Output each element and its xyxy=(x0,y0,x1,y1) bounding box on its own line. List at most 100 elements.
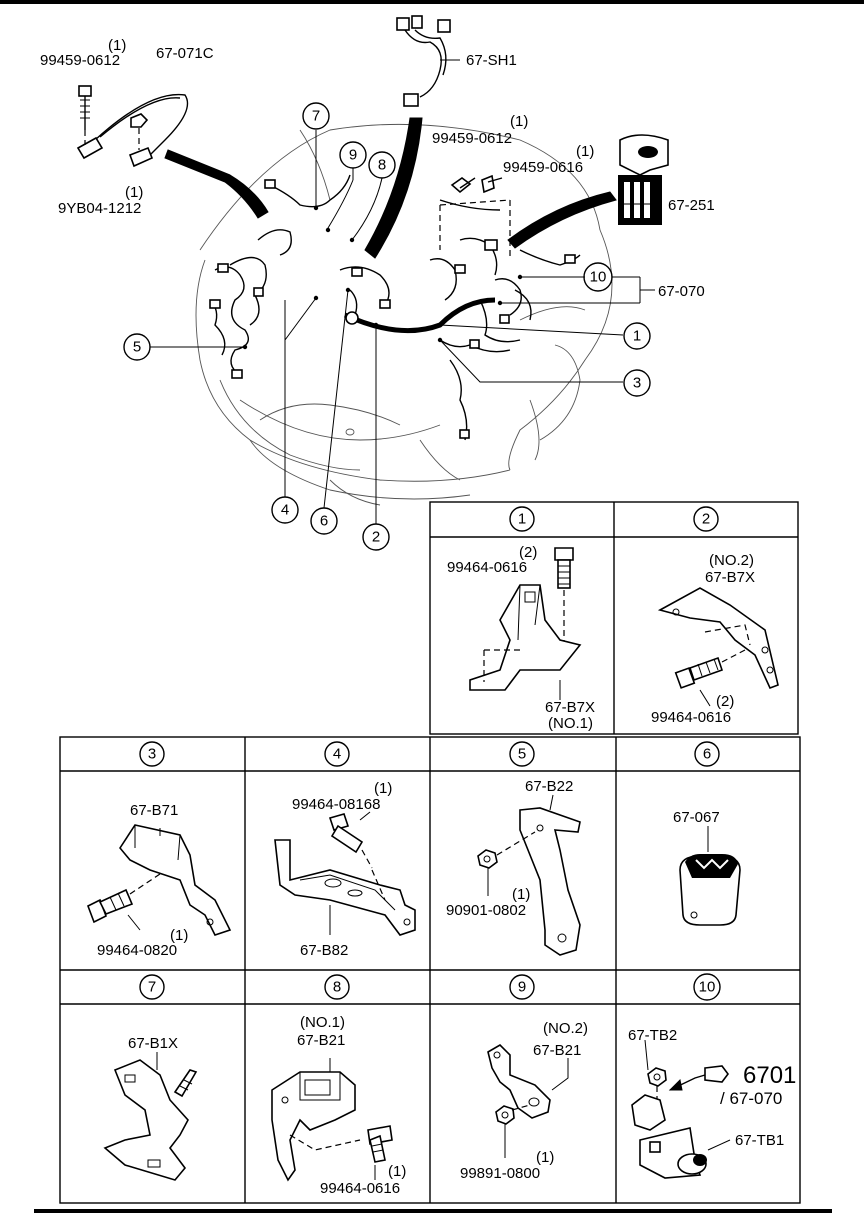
center-bolts xyxy=(439,174,511,260)
panel-3-qty: (1) xyxy=(170,927,188,944)
nut-qty: (1) xyxy=(125,184,143,201)
svg-text:4: 4 xyxy=(281,502,289,519)
harness-67-SH1 xyxy=(396,15,451,107)
panel-2-note: (NO.2) xyxy=(709,552,754,569)
svg-text:2: 2 xyxy=(372,529,380,546)
callout-8: 8 xyxy=(368,151,396,179)
panel-5-qty: (1) xyxy=(512,886,530,903)
bolt-center-qty: (1) xyxy=(510,113,528,130)
svg-text:8: 8 xyxy=(378,157,386,174)
svg-text:3: 3 xyxy=(148,746,156,763)
panel-2-header: 2 xyxy=(693,506,719,532)
panel-6-drawing xyxy=(679,826,741,926)
panel-6-part: 67-067 xyxy=(673,809,720,826)
bolt-center-part: 99459-0612 xyxy=(432,130,512,147)
callout-10: 10 xyxy=(583,262,613,292)
callout-5: 5 xyxy=(123,333,151,361)
panel-8-header: 8 xyxy=(324,974,350,1000)
relay-box-part: 67-251 xyxy=(668,197,715,214)
svg-text:7: 7 xyxy=(148,979,156,996)
callout-7: 7 xyxy=(302,102,330,130)
callout-1: 1 xyxy=(623,322,651,350)
panel-10-drawing xyxy=(631,1039,731,1179)
panel-7-drawing xyxy=(103,1052,198,1181)
panel-6-header: 6 xyxy=(694,741,720,767)
panel-5-part: 67-B22 xyxy=(525,778,573,795)
panel-8-note: (NO.1) xyxy=(300,1014,345,1031)
svg-text:5: 5 xyxy=(133,339,141,356)
panel-1-part: 67-B7X xyxy=(545,699,595,716)
ground-cable-part: 67-071C xyxy=(156,45,214,62)
callout-9: 9 xyxy=(339,141,367,169)
svg-text:1: 1 xyxy=(633,328,641,345)
panel-7-part: 67-B1X xyxy=(128,1035,178,1052)
panel-9-part: 67-B21 xyxy=(533,1042,581,1059)
panel-9-qty: (1) xyxy=(536,1149,554,1166)
panel-1-note: (NO.1) xyxy=(548,715,593,732)
callout-3: 3 xyxy=(623,369,651,397)
panel-4-bolt: 99464-08168 xyxy=(292,796,380,813)
svg-text:6: 6 xyxy=(703,746,711,763)
panel-10-ref2: / 67-070 xyxy=(720,1089,782,1108)
panel-1-drawing xyxy=(469,547,582,700)
panel-3-bolt: 99464-0820 xyxy=(97,942,177,959)
panel-4-part: 67-B82 xyxy=(300,942,348,959)
panel-9-header: 9 xyxy=(509,974,535,1000)
panel-1-header: 1 xyxy=(509,506,535,532)
panel-8-qty: (1) xyxy=(388,1163,406,1180)
callout-2: 2 xyxy=(362,523,390,551)
main-leaders xyxy=(150,59,662,524)
panel-2-part: 67-B7X xyxy=(705,569,755,586)
panel-7-header: 7 xyxy=(139,974,165,1000)
svg-text:5: 5 xyxy=(518,746,526,763)
panel-9-nut: 99891-0800 xyxy=(460,1165,540,1182)
svg-text:10: 10 xyxy=(699,979,716,996)
svg-text:4: 4 xyxy=(333,746,341,763)
panel-10-header: 10 xyxy=(693,973,721,1001)
panel-8-part: 67-B21 xyxy=(297,1032,345,1049)
svg-text:9: 9 xyxy=(349,147,357,164)
panel-3-drawing xyxy=(86,824,232,936)
svg-text:6: 6 xyxy=(320,513,328,530)
panel-4-header: 4 xyxy=(324,741,350,767)
bolt-center2-part: 99459-0616 xyxy=(503,159,583,176)
callout-6: 6 xyxy=(310,507,338,535)
panel-1-qty: (2) xyxy=(519,544,537,561)
bolt-top-left-part: 99459-0612 xyxy=(40,52,120,69)
panel-4-qty: (1) xyxy=(374,780,392,797)
panel-5-header: 5 xyxy=(509,741,535,767)
svg-text:2: 2 xyxy=(702,511,710,528)
panel-9-note: (NO.2) xyxy=(543,1020,588,1037)
svg-text:3: 3 xyxy=(633,375,641,392)
svg-text:9: 9 xyxy=(518,979,526,996)
callout-4: 4 xyxy=(271,496,299,524)
ground-cable-67-071C xyxy=(76,85,189,168)
panel-10-part-bottom: 67-TB1 xyxy=(735,1132,784,1149)
panel-3-header: 3 xyxy=(139,741,165,767)
panel-4-drawing xyxy=(274,811,416,936)
detail-table-grid xyxy=(59,501,801,1204)
svg-text:1: 1 xyxy=(518,511,526,528)
panel-5-nut: 90901-0802 xyxy=(446,902,526,919)
bolt-center2-qty: (1) xyxy=(576,143,594,160)
panel-2-bolt: 99464-0616 xyxy=(651,709,731,726)
panel-10-ref: 6701 xyxy=(743,1062,796,1089)
relay-box-67-251 xyxy=(618,134,669,225)
nut-part: 9YB04-1212 xyxy=(58,200,141,217)
panel-9-drawing xyxy=(487,1043,569,1158)
svg-text:8: 8 xyxy=(333,979,341,996)
panel-2-drawing xyxy=(657,587,779,707)
bolt-top-left-qty: (1) xyxy=(108,37,126,54)
panel-10-part-top: 67-TB2 xyxy=(628,1027,677,1044)
panel-5-drawing xyxy=(477,794,581,956)
panel-2-qty: (2) xyxy=(716,693,734,710)
harness-sh1-part: 67-SH1 xyxy=(466,52,517,69)
panel-1-bolt: 99464-0616 xyxy=(447,559,527,576)
panel-3-part: 67-B71 xyxy=(130,802,178,819)
panel-8-drawing xyxy=(271,1058,393,1182)
wiring-harness xyxy=(209,174,581,441)
svg-text:10: 10 xyxy=(590,269,607,286)
svg-text:7: 7 xyxy=(312,108,320,125)
main-harness-part: 67-070 xyxy=(658,283,705,300)
